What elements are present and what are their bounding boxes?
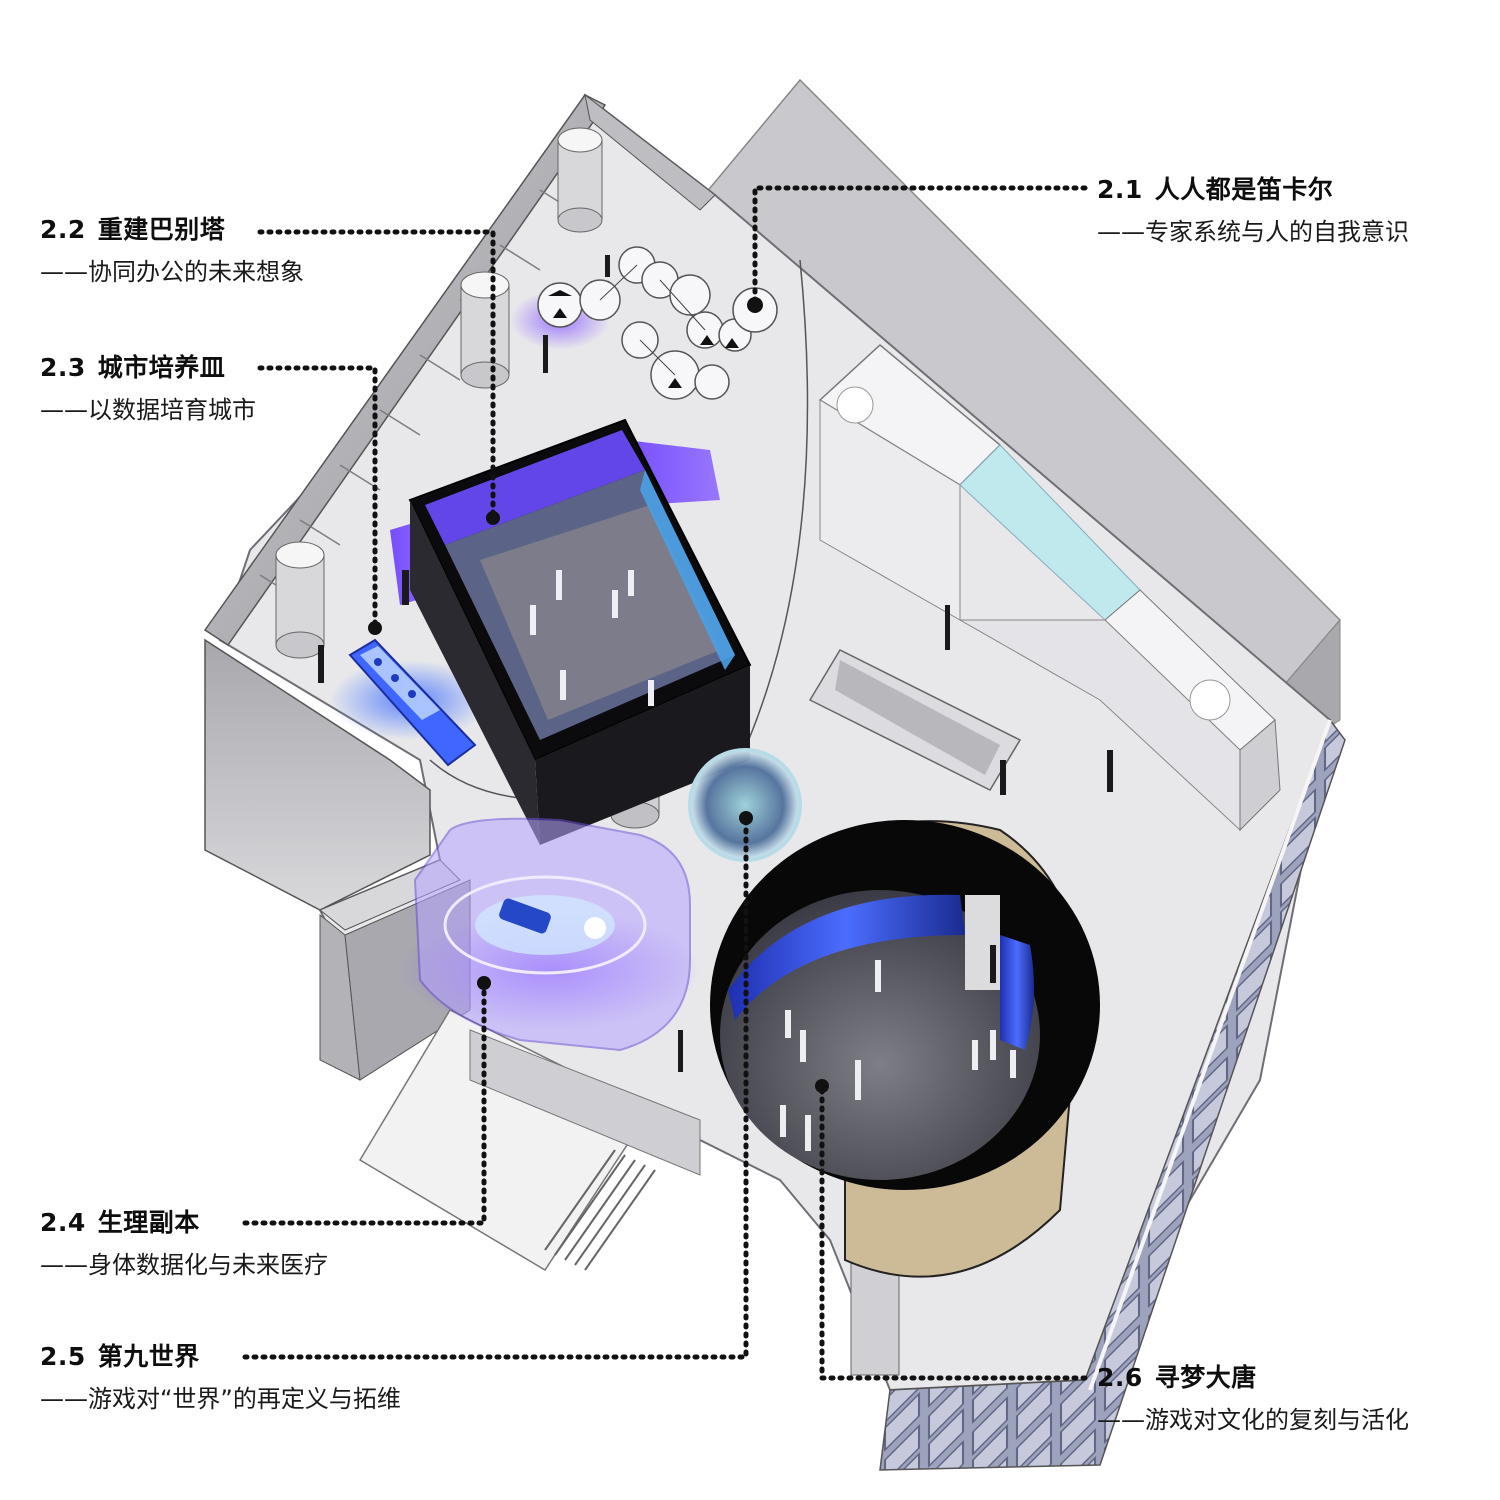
zone-title: 生理副本 <box>97 1208 200 1237</box>
zone-number: 2.4 <box>40 1208 86 1237</box>
zone-number: 2.5 <box>40 1342 86 1371</box>
endpoint-2-6 <box>815 1079 829 1093</box>
zone-label-2-2: 2.2 重建巴别塔 ——协同办公的未来想象 <box>40 214 304 288</box>
zone-subtitle: ——专家系统与人的自我意识 <box>1097 218 1409 246</box>
zone-label-2-5: 2.5 第九世界 ——游戏对“世界”的再定义与拓维 <box>40 1341 401 1415</box>
endpoint-2-3 <box>368 621 382 635</box>
leader-2-3 <box>257 365 378 628</box>
leader-2-6 <box>819 1085 1088 1381</box>
leader-2-4 <box>242 982 487 1226</box>
zone-subtitle: ——协同办公的未来想象 <box>40 258 304 286</box>
zone-label-2-1: 2.1 人人都是笛卡尔 ——专家系统与人的自我意识 <box>1097 174 1409 248</box>
zone-label-2-6: 2.6 寻梦大唐 ——游戏对文化的复刻与活化 <box>1097 1362 1409 1436</box>
column <box>557 127 603 233</box>
zone-title: 人人都是笛卡尔 <box>1154 175 1334 204</box>
zone-number: 2.1 <box>1097 175 1143 204</box>
endpoint-2-1 <box>748 298 762 312</box>
endpoint-2-4 <box>477 976 491 990</box>
stair-well <box>808 649 1022 791</box>
stairs <box>544 1149 656 1271</box>
zone-number: 2.3 <box>40 353 86 382</box>
leader-2-1 <box>752 185 1088 308</box>
zone-number: 2.6 <box>1097 1363 1143 1392</box>
people-silhouettes <box>318 255 1113 1072</box>
endpoint-2-5 <box>739 811 753 825</box>
left-wall <box>203 94 607 647</box>
zone-subtitle: ——游戏对“世界”的再定义与拓维 <box>40 1385 401 1413</box>
zone-number: 2.2 <box>40 215 86 244</box>
zone-2-2-bubble-cluster <box>510 246 778 400</box>
zone-2-3-data-table <box>330 638 490 767</box>
zone-2-6-dome-theater <box>710 820 1100 1278</box>
zone-2-2-black-box-room <box>390 418 752 845</box>
column <box>275 541 325 659</box>
zone-title: 寻梦大唐 <box>1154 1363 1257 1392</box>
leader-2-5 <box>242 817 749 1360</box>
left-wall-block <box>204 638 431 911</box>
zone-label-2-3: 2.3 城市培养皿 ——以数据培育城市 <box>40 352 256 426</box>
zone-subtitle: ——身体数据化与未来医疗 <box>40 1251 328 1279</box>
leader-endpoints <box>368 298 829 1093</box>
zone-title: 重建巴别塔 <box>97 215 226 244</box>
endpoint-2-2 <box>486 511 500 525</box>
zone-title: 城市培养皿 <box>97 353 226 382</box>
zone-subtitle: ——游戏对文化的复刻与活化 <box>1097 1406 1409 1434</box>
mosaic-sphere <box>688 748 802 862</box>
leader-lines <box>242 185 1088 1381</box>
zone-label-2-4: 2.4 生理副本 ——身体数据化与未来医疗 <box>40 1207 328 1281</box>
zone-2-1-expert-system <box>818 344 1281 832</box>
zone-title: 第九世界 <box>97 1342 200 1371</box>
leader-2-2 <box>257 229 496 521</box>
column <box>460 271 510 389</box>
zone-subtitle: ——以数据培育城市 <box>40 396 256 424</box>
zone-2-4-capsule <box>400 817 700 1052</box>
